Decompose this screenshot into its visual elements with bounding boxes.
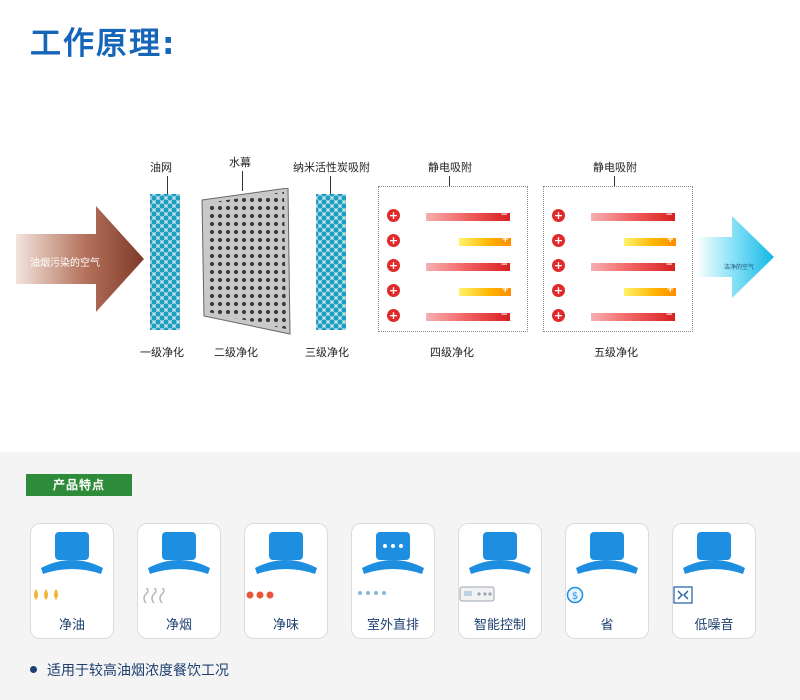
- positive-plate: +: [459, 235, 511, 246]
- positive-electrode: +: [387, 234, 400, 247]
- polluted-air-arrow: [16, 206, 144, 312]
- positive-plate: +: [624, 285, 676, 296]
- feature-card-exhaust: 室外直排: [351, 523, 435, 639]
- stage4-leader: [449, 176, 450, 186]
- negative-plate: −: [426, 260, 510, 271]
- feature-label: 智能控制: [473, 618, 526, 633]
- negative-plate: −: [591, 260, 675, 271]
- clean-air-arrow: [696, 216, 774, 298]
- plus-sign: +: [501, 285, 509, 295]
- electrostatic-unit-2: + + + + + − + − + −: [543, 186, 693, 332]
- negative-plate: −: [591, 310, 675, 321]
- positive-electrode: +: [552, 309, 565, 322]
- stage4-top-label: 静电吸附: [428, 161, 472, 174]
- minus-sign: −: [500, 310, 508, 320]
- plus-sign: +: [666, 285, 674, 295]
- range-hood-icon: [362, 532, 424, 575]
- stage1-leader: [167, 176, 168, 194]
- oil-mesh-filter: [150, 194, 180, 330]
- stage5-top-label: 静电吸附: [593, 161, 637, 174]
- stage2-top-label: 水幕: [229, 156, 251, 169]
- minus-sign: −: [500, 260, 508, 270]
- feature-card-control: 智能控制: [458, 523, 542, 639]
- stage2-leader: [242, 171, 243, 191]
- positive-electrode: +: [552, 209, 565, 222]
- negative-plate: −: [591, 210, 675, 221]
- minus-sign: −: [500, 210, 508, 220]
- range-hood-icon: [41, 532, 103, 575]
- positive-electrode: +: [387, 309, 400, 322]
- feature-label: 省: [600, 618, 614, 633]
- applicability-note: 适用于较高油烟浓度餐饮工况: [30, 660, 229, 680]
- positive-electrode: +: [387, 259, 400, 272]
- feature-label: 低噪音: [694, 618, 734, 633]
- plus-sign: +: [501, 235, 509, 245]
- positive-electrode: +: [552, 234, 565, 247]
- positive-electrode: +: [387, 209, 400, 222]
- water-curtain-panel: [201, 188, 291, 335]
- range-hood-icon: [469, 532, 531, 575]
- minus-sign: −: [665, 310, 673, 320]
- range-hood-icon: [683, 532, 745, 575]
- stage1-top-label: 油网: [150, 161, 172, 174]
- positive-electrode: +: [552, 259, 565, 272]
- activated-carbon-filter: [316, 194, 346, 330]
- feature-label: 净味: [272, 618, 299, 633]
- stage3-bottom-label: 三级净化: [305, 346, 349, 359]
- feature-card-noise: 低噪音: [672, 523, 756, 639]
- range-hood-icon: [148, 532, 210, 575]
- stage5-leader: [614, 176, 615, 186]
- stage1-bottom-label: 一级净化: [140, 346, 184, 359]
- range-hood-icon: [576, 532, 638, 575]
- feature-card-oil: 净油: [30, 523, 114, 639]
- positive-electrode: +: [552, 284, 565, 297]
- stage5-bottom-label: 五级净化: [594, 346, 638, 359]
- note-text: 适用于较高油烟浓度餐饮工况: [47, 663, 229, 679]
- stage4-bottom-label: 四级净化: [430, 346, 474, 359]
- page-title: 工作原理:: [30, 26, 177, 62]
- minus-sign: −: [665, 260, 673, 270]
- polluted-air-label: 油烟污染的空气: [30, 258, 100, 269]
- plus-sign: +: [666, 235, 674, 245]
- range-hood-icon: [255, 532, 317, 575]
- positive-plate: +: [459, 285, 511, 296]
- feature-label: 室外直排: [366, 618, 419, 633]
- stage3-leader: [330, 176, 331, 194]
- minus-sign: −: [665, 210, 673, 220]
- bullet-icon: [30, 665, 37, 673]
- feature-card-odor: 净味: [244, 523, 328, 639]
- feature-label: 净烟: [165, 618, 192, 633]
- electrostatic-unit-1: + + + + + − + − + −: [378, 186, 528, 332]
- negative-plate: −: [426, 310, 510, 321]
- positive-electrode: +: [387, 284, 400, 297]
- feature-card-smoke: 净烟: [137, 523, 221, 639]
- positive-plate: +: [624, 235, 676, 246]
- clean-air-label: 洁净的空气: [724, 264, 755, 271]
- svg-text:$: $: [572, 591, 578, 602]
- features-badge: 产品特点: [26, 474, 132, 496]
- feature-card-saving: $ 省: [565, 523, 649, 639]
- negative-plate: −: [426, 210, 510, 221]
- stage2-bottom-label: 二级净化: [214, 346, 258, 359]
- stage3-top-label: 纳米活性炭吸附: [293, 161, 370, 174]
- feature-label: 净油: [58, 618, 85, 633]
